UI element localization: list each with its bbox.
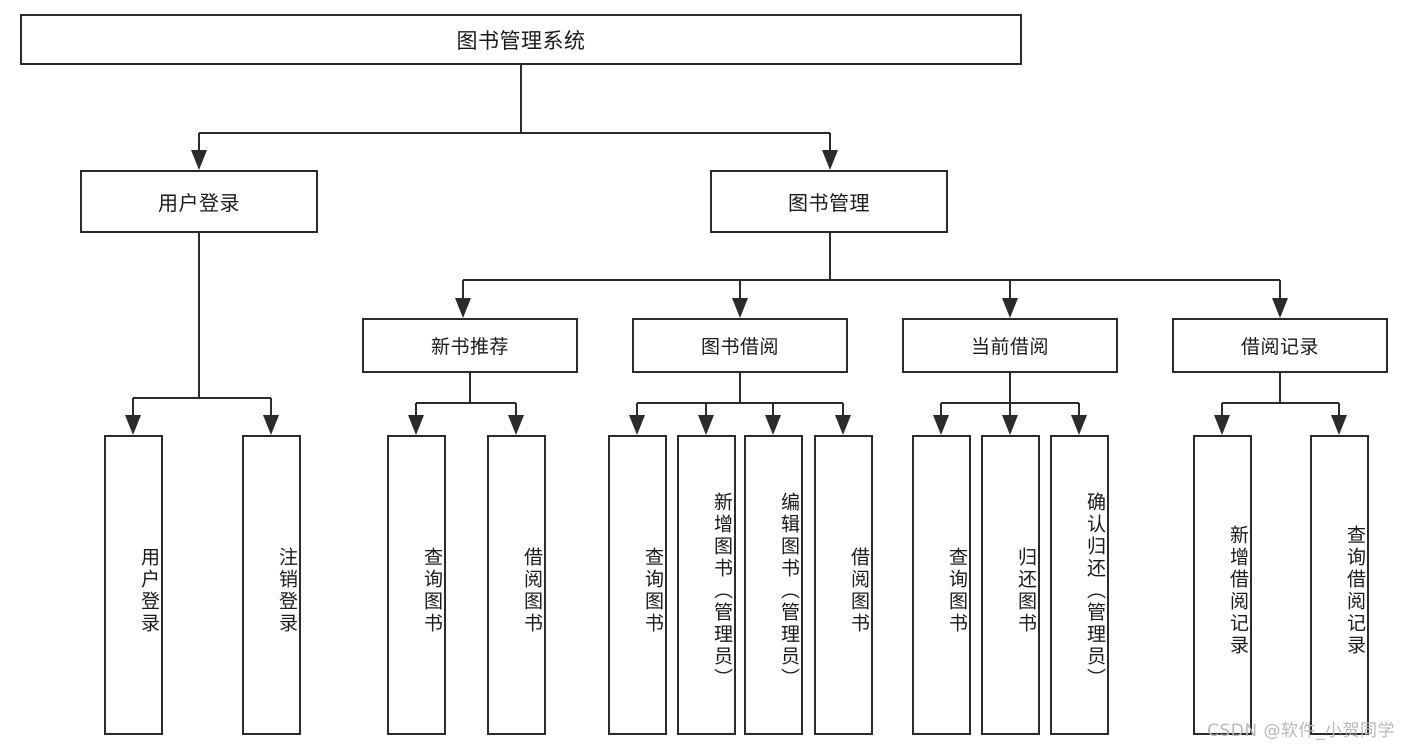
arrow-leaf-borrow-book-2: [835, 415, 851, 435]
arrow-book-borrow: [732, 298, 748, 318]
leaf-label: 注销登录: [276, 547, 298, 635]
arrow-leaf-query-book-2: [629, 415, 645, 435]
leaf-borrow-book-2[interactable]: 借阅图书: [814, 435, 873, 735]
arrow-leaf-edit-book: [765, 415, 781, 435]
node-label: 图书管理系统: [456, 28, 586, 53]
leaf-add-record[interactable]: 新增借阅记录: [1193, 435, 1252, 735]
arrow-leaf-add-record: [1214, 415, 1230, 435]
node-label: 新书推荐: [430, 336, 509, 358]
node-label: 借阅记录: [1240, 336, 1319, 358]
csdn-watermark: CSDN @软件_小贺同学: [1207, 721, 1395, 741]
leaf-label: 新增图书（管理员）: [711, 492, 733, 690]
node-borrow-record[interactable]: 借阅记录: [1172, 318, 1388, 373]
arrow-leaf-query-record: [1331, 415, 1347, 435]
arrow-leaf-user-logout: [263, 415, 279, 435]
arrow-leaf-user-login: [125, 415, 141, 435]
leaf-query-book-3[interactable]: 查询图书: [912, 435, 971, 735]
arrow-leaf-borrow-book-1: [508, 415, 524, 435]
leaf-label: 确认归还（管理员）: [1084, 492, 1106, 690]
leaf-label: 用户登录: [138, 547, 160, 635]
node-root-book-management-system[interactable]: 图书管理系统: [20, 14, 1022, 65]
node-user-login[interactable]: 用户登录: [80, 170, 318, 233]
node-label: 用户登录: [158, 191, 240, 215]
leaf-query-book-1[interactable]: 查询图书: [387, 435, 446, 735]
leaf-query-record[interactable]: 查询借阅记录: [1310, 435, 1369, 735]
node-book-manage[interactable]: 图书管理: [710, 170, 948, 233]
node-label: 图书管理: [788, 191, 870, 215]
leaf-label: 借阅图书: [521, 547, 543, 635]
node-label: 图书借阅: [700, 336, 779, 358]
arrow-leaf-return-book: [1002, 415, 1018, 435]
arrow-root-to-book-manage: [822, 150, 838, 170]
leaf-label: 查询图书: [421, 547, 443, 635]
node-current-borrow[interactable]: 当前借阅: [902, 318, 1118, 373]
leaf-label: 借阅图书: [848, 547, 870, 635]
leaf-edit-book[interactable]: 编辑图书（管理员）: [744, 435, 803, 735]
arrow-leaf-confirm-return: [1071, 415, 1087, 435]
leaf-query-book-2[interactable]: 查询图书: [608, 435, 667, 735]
leaf-user-login[interactable]: 用户登录: [104, 435, 163, 735]
node-label: 当前借阅: [970, 336, 1049, 358]
arrow-current-borrow: [1002, 298, 1018, 318]
arrow-new-book-recommend: [455, 298, 471, 318]
leaf-label: 编辑图书（管理员）: [778, 492, 800, 690]
leaf-label: 新增借阅记录: [1227, 525, 1249, 657]
leaf-user-logout[interactable]: 注销登录: [242, 435, 301, 735]
leaf-add-book[interactable]: 新增图书（管理员）: [677, 435, 736, 735]
leaf-label: 归还图书: [1015, 547, 1037, 635]
node-book-borrow[interactable]: 图书借阅: [632, 318, 848, 373]
leaf-return-book[interactable]: 归还图书: [981, 435, 1040, 735]
arrow-leaf-add-book: [698, 415, 714, 435]
leaf-confirm-return[interactable]: 确认归还（管理员）: [1050, 435, 1109, 735]
leaf-borrow-book-1[interactable]: 借阅图书: [487, 435, 546, 735]
leaf-label: 查询图书: [946, 547, 968, 635]
leaf-label: 查询借阅记录: [1344, 525, 1366, 657]
node-new-book-recommend[interactable]: 新书推荐: [362, 318, 578, 373]
arrow-borrow-record: [1272, 298, 1288, 318]
leaf-label: 查询图书: [642, 547, 664, 635]
arrow-leaf-query-book-1: [408, 415, 424, 435]
arrow-leaf-query-book-3: [933, 415, 949, 435]
arrow-root-to-user-login: [191, 150, 207, 170]
